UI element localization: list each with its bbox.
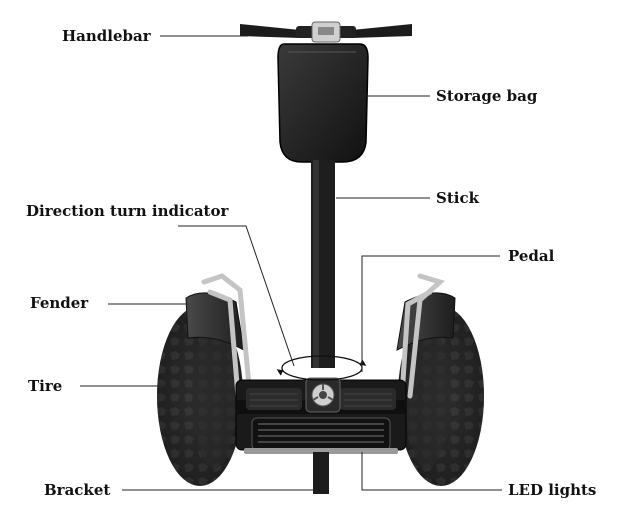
- storage-bag-graphic: [277, 43, 369, 169]
- label-storage-bag: Storage bag: [436, 87, 538, 105]
- label-fender: Fender: [30, 294, 89, 312]
- label-pedal: Pedal: [508, 247, 555, 265]
- right-tire-graphic: [398, 306, 484, 486]
- label-handlebar: Handlebar: [62, 27, 151, 45]
- center-hub-graphic: [305, 377, 341, 413]
- label-tire: Tire: [28, 377, 63, 395]
- handlebar-graphic: [240, 21, 412, 43]
- label-stick: Stick: [436, 189, 479, 207]
- bracket-graphic: [313, 452, 329, 494]
- label-bracket: Bracket: [44, 481, 111, 499]
- left-tire-graphic: [157, 306, 243, 486]
- leader-lines: [80, 35, 502, 491]
- pedal-graphic: [246, 388, 396, 410]
- stick-graphic: [311, 160, 335, 368]
- label-led-lights: LED lights: [508, 481, 597, 499]
- label-direction-turn-indicator: Direction turn indicator: [26, 202, 229, 220]
- guard-rail-graphic: [201, 273, 445, 399]
